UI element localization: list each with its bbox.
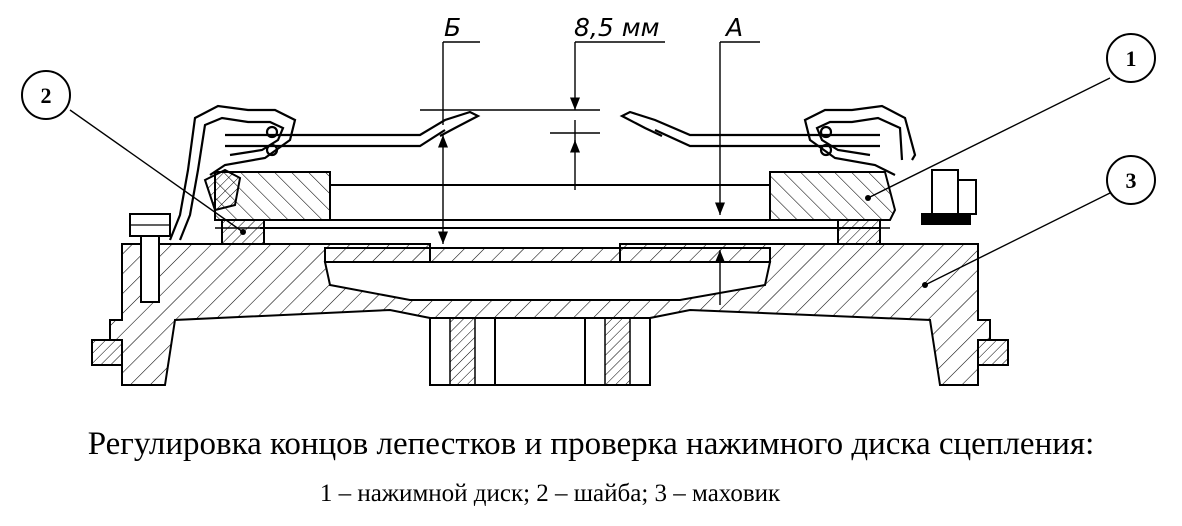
flywheel — [91, 243, 1009, 386]
release-lever-left — [203, 168, 242, 212]
callout-3: 3 — [1106, 155, 1156, 205]
leader-dots — [240, 195, 928, 288]
dimension-label: 8,5 мм — [574, 13, 659, 42]
leader-lines — [69, 77, 1111, 286]
callout-1-number: 1 — [1126, 46, 1137, 71]
callout-1: 1 — [1106, 33, 1156, 83]
callout-2-number: 2 — [41, 83, 52, 108]
left-bolt — [129, 213, 171, 303]
clutch-cross-section-diagram: Б 8,5 мм А 1 2 3 — [21, 13, 1156, 386]
label-a: А — [724, 13, 743, 42]
right-fastener — [921, 169, 977, 225]
label-b: Б — [444, 13, 461, 42]
clutch-cover — [168, 104, 917, 241]
pressure-plate — [214, 171, 897, 229]
callout-3-number: 3 — [1126, 168, 1137, 193]
caption-title: Регулировка концов лепестков и проверка … — [87, 426, 1095, 462]
callout-2: 2 — [21, 70, 71, 120]
figure-caption: Регулировка концов лепестков и проверка … — [0, 420, 1182, 526]
caption-legend: 1 – нажимной диск; 2 – шайба; 3 – махови… — [319, 480, 781, 507]
washer-right — [837, 219, 881, 245]
dimension-lines — [420, 41, 760, 305]
